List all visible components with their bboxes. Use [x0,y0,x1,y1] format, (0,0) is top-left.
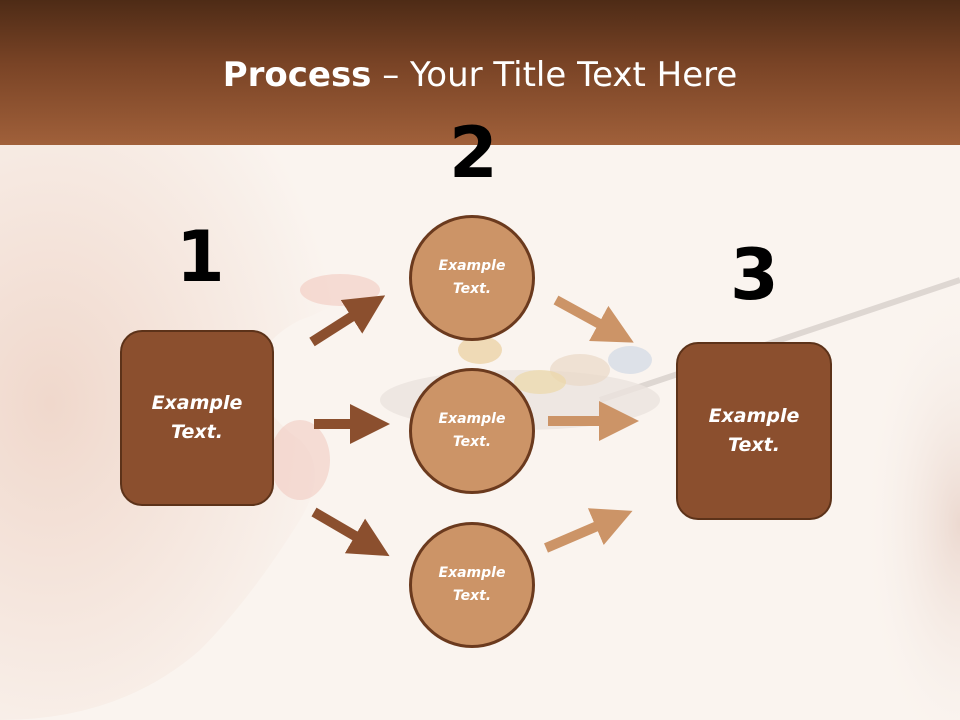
circle-3-text: Example Text. [438,565,506,604]
step-number-1: 1 [176,216,225,298]
circle-1-text: Example Text. [438,258,506,297]
step-number-3: 3 [730,234,779,316]
step-3-text: Example Text. [708,405,800,456]
arrow-circle3-to-box3 [544,508,633,553]
arrow-circle1-to-box3 [553,295,634,343]
step-1-text: Example Text. [151,392,243,443]
arrow-box1-to-circle1 [309,295,386,347]
title-banner [0,0,960,145]
step-1-box: Example Text. [120,330,274,506]
title-rest: – Your Title Text Here [371,55,738,95]
circle-2-text: Example Text. [438,411,506,450]
title-bold: Process [222,55,372,95]
step-2-circle-3: Example Text. [409,522,535,648]
arrow-box1-to-circle3 [311,507,390,557]
step-number-2: 2 [449,112,498,194]
step-2-circle-2: Example Text. [409,368,535,494]
step-2-circle-1: Example Text. [409,215,535,341]
slide-title: Process – Your Title Text Here [0,55,960,95]
step-3-box: Example Text. [676,342,832,520]
